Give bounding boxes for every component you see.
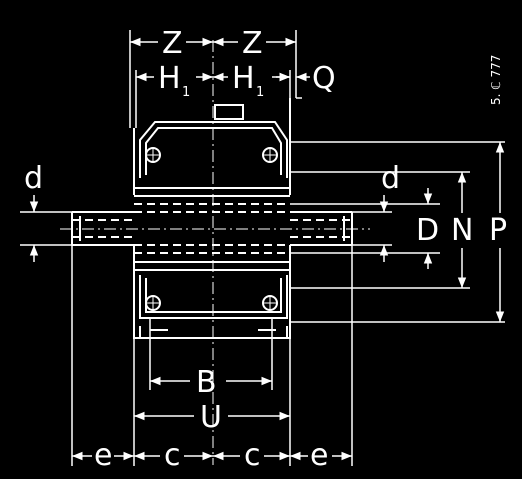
dimension-arrows	[29, 37, 505, 461]
split-line-top	[134, 187, 290, 197]
label-c-right: c	[244, 438, 261, 473]
grease-fitting	[214, 104, 244, 120]
label-h1-right: H	[232, 61, 255, 96]
lower-housing	[139, 275, 288, 319]
label-h1-right-sub: 1	[256, 85, 264, 100]
center-lines	[60, 40, 370, 465]
drawing-code: 5. ℂ 777	[489, 55, 503, 105]
label-d-right: d	[381, 161, 400, 196]
shaft-hidden-lines	[72, 203, 352, 254]
label-d-left: d	[24, 161, 43, 196]
label-c-left: c	[164, 438, 181, 473]
label-z-right: Z	[242, 26, 263, 61]
extension-lines	[20, 30, 505, 466]
bolts	[145, 147, 278, 311]
label-P: P	[489, 213, 507, 248]
housing-base-inner	[139, 326, 288, 338]
label-h1-left: H	[158, 61, 181, 96]
dimension-labels: Z Z H 1 H 1 Q d d D N P B U e c c e 5. ℂ…	[24, 26, 507, 473]
label-e-left: e	[94, 438, 112, 473]
label-N: N	[451, 213, 473, 248]
split-line-bottom	[134, 261, 290, 271]
label-h1-left-sub: 1	[182, 85, 190, 100]
upper-housing-inner	[145, 127, 282, 175]
housing-outline	[133, 98, 291, 318]
housing-body	[133, 98, 291, 339]
label-B: B	[196, 365, 217, 400]
housing-base	[133, 318, 291, 339]
label-e-right: e	[310, 438, 328, 473]
label-z-left: Z	[162, 26, 183, 61]
label-q: Q	[312, 61, 336, 96]
label-U: U	[200, 400, 222, 435]
label-D: D	[416, 213, 439, 248]
